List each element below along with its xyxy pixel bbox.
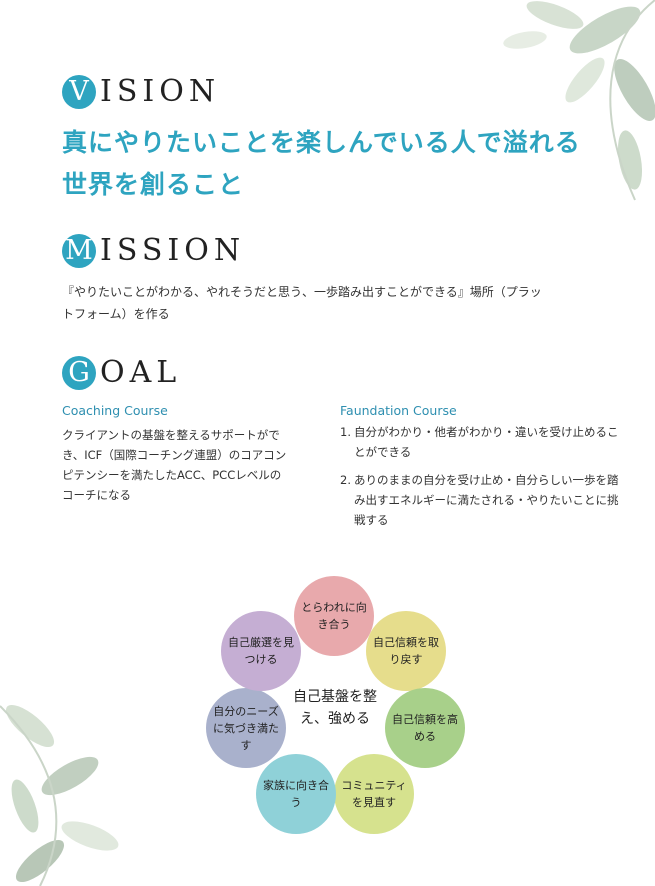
list-item-number: 1. bbox=[340, 425, 351, 439]
list-item: 2. ありのままの自分を受け止め・自分らしい一歩を踏み出すエネルギーに満たされる… bbox=[340, 470, 620, 530]
diagram-circle: 自己信頼を高める bbox=[385, 688, 465, 768]
mission-initial-badge: M bbox=[62, 233, 96, 268]
diagram-circle: 自己厳選を見つける bbox=[221, 611, 301, 691]
goal-heading-text: OAL bbox=[100, 355, 182, 390]
diagram-circle: コミュニティを見直す bbox=[334, 754, 414, 834]
list-item-text: ありのままの自分を受け止め・自分らしい一歩を踏み出すエネルギーに満たされる・やり… bbox=[354, 473, 619, 527]
mission-heading: M ISSION bbox=[62, 233, 245, 268]
diagram-circle: 家族に向き合う bbox=[256, 754, 336, 834]
diagram-circle-label: 自己信頼を高める bbox=[392, 713, 458, 743]
foundation-course-title: Faundation Course bbox=[340, 403, 457, 418]
diagram-circle-label: 自己厳選を見つける bbox=[228, 636, 294, 666]
list-item-number: 2. bbox=[340, 473, 351, 487]
list-item: 1. 自分がわかり・他者がわかり・違いを受け止めることができる bbox=[340, 422, 620, 462]
goal-initial-badge: G bbox=[62, 355, 96, 390]
diagram-circle-label: 家族に向き合う bbox=[263, 779, 329, 809]
mission-text: 『やりたいことがわかる、やれそうだと思う、一歩踏み出すことができる』場所（プラッ… bbox=[62, 285, 542, 321]
vision-heading: V ISION bbox=[62, 74, 220, 109]
diagram-circle-label: コミュニティを見直す bbox=[341, 779, 407, 809]
coaching-course-text: クライアントの基盤を整えるサポートができ、ICF（国際コーチング連盟）のコアコン… bbox=[62, 428, 287, 502]
vision-statement: 真にやりたいことを楽しんでいる人で溢れる世界を創ること bbox=[62, 128, 581, 199]
leaves-decoration-bottom bbox=[0, 704, 119, 886]
goal-heading: G OAL bbox=[62, 355, 181, 390]
diagram-circle: 自己信頼を取り戻す bbox=[366, 611, 446, 691]
diagram-center-label: 自己基盤を整え、強める bbox=[293, 689, 377, 727]
foundation-course-list: 1. 自分がわかり・他者がわかり・違いを受け止めることができる 2. ありのまま… bbox=[340, 422, 620, 538]
diagram-circle-label: とらわれに向き合う bbox=[301, 601, 367, 631]
mission-heading-text: ISSION bbox=[100, 233, 246, 268]
diagram-circle-label: 自己信頼を取り戻す bbox=[373, 636, 439, 666]
diagram-circle-label: 自分のニーズに気づき満たす bbox=[213, 704, 279, 752]
coaching-course-title: Coaching Course bbox=[62, 403, 168, 418]
diagram-circle: とらわれに向き合う bbox=[294, 576, 374, 656]
vision-heading-text: ISION bbox=[100, 74, 221, 109]
diagram-circle: 自分のニーズに気づき満たす bbox=[206, 688, 286, 768]
list-item-text: 自分がわかり・他者がわかり・違いを受け止めることができる bbox=[354, 425, 619, 459]
vision-initial-badge: V bbox=[62, 74, 96, 109]
